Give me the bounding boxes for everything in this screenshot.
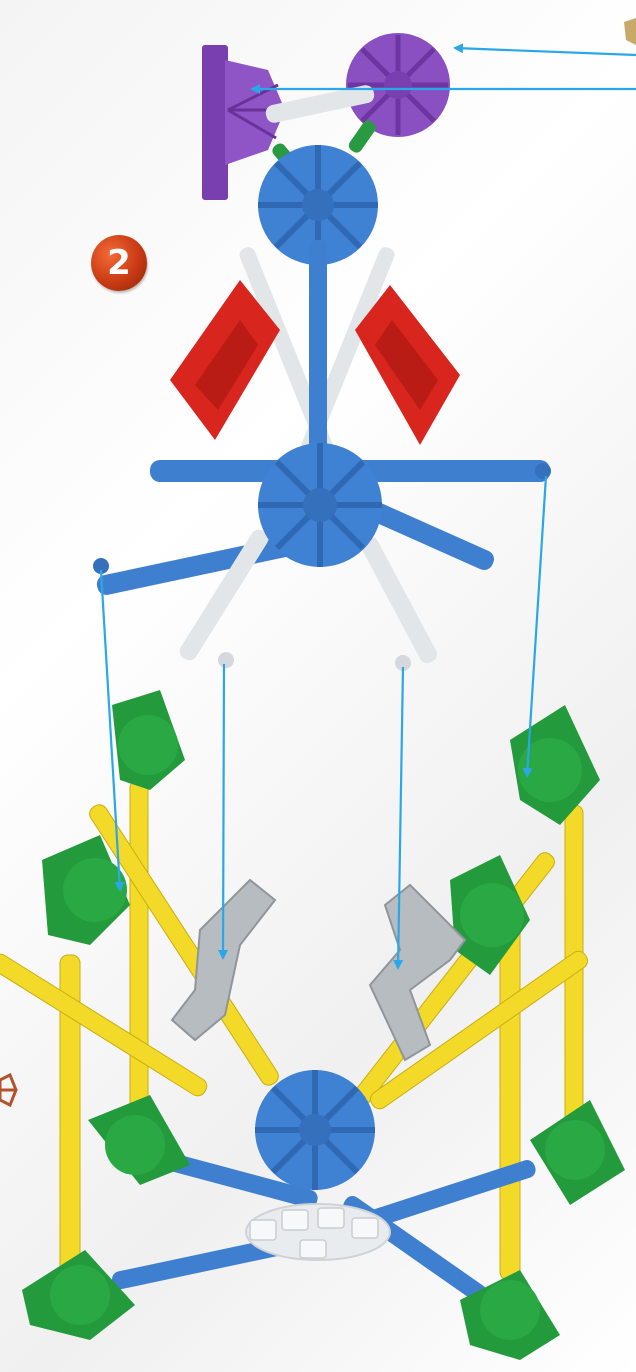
star-marker-icon	[0, 1075, 16, 1105]
green-connector-upper-right	[510, 705, 600, 825]
white-connector-bottom	[246, 1204, 390, 1260]
blue-connector-middle	[95, 443, 550, 666]
green-connector-lower-right	[530, 1100, 625, 1205]
arrow-to-purple-right	[455, 48, 636, 55]
top-subassembly	[93, 33, 551, 671]
green-connector-upper-left	[112, 690, 185, 790]
purple-connector-right	[346, 33, 450, 137]
blue-connector-bottom	[255, 1070, 375, 1190]
green-connector-bottom-left	[22, 1250, 135, 1340]
bottom-subassembly	[0, 690, 625, 1360]
arrow-white-rod-left	[223, 664, 224, 958]
partial-part-top-right	[624, 18, 636, 45]
